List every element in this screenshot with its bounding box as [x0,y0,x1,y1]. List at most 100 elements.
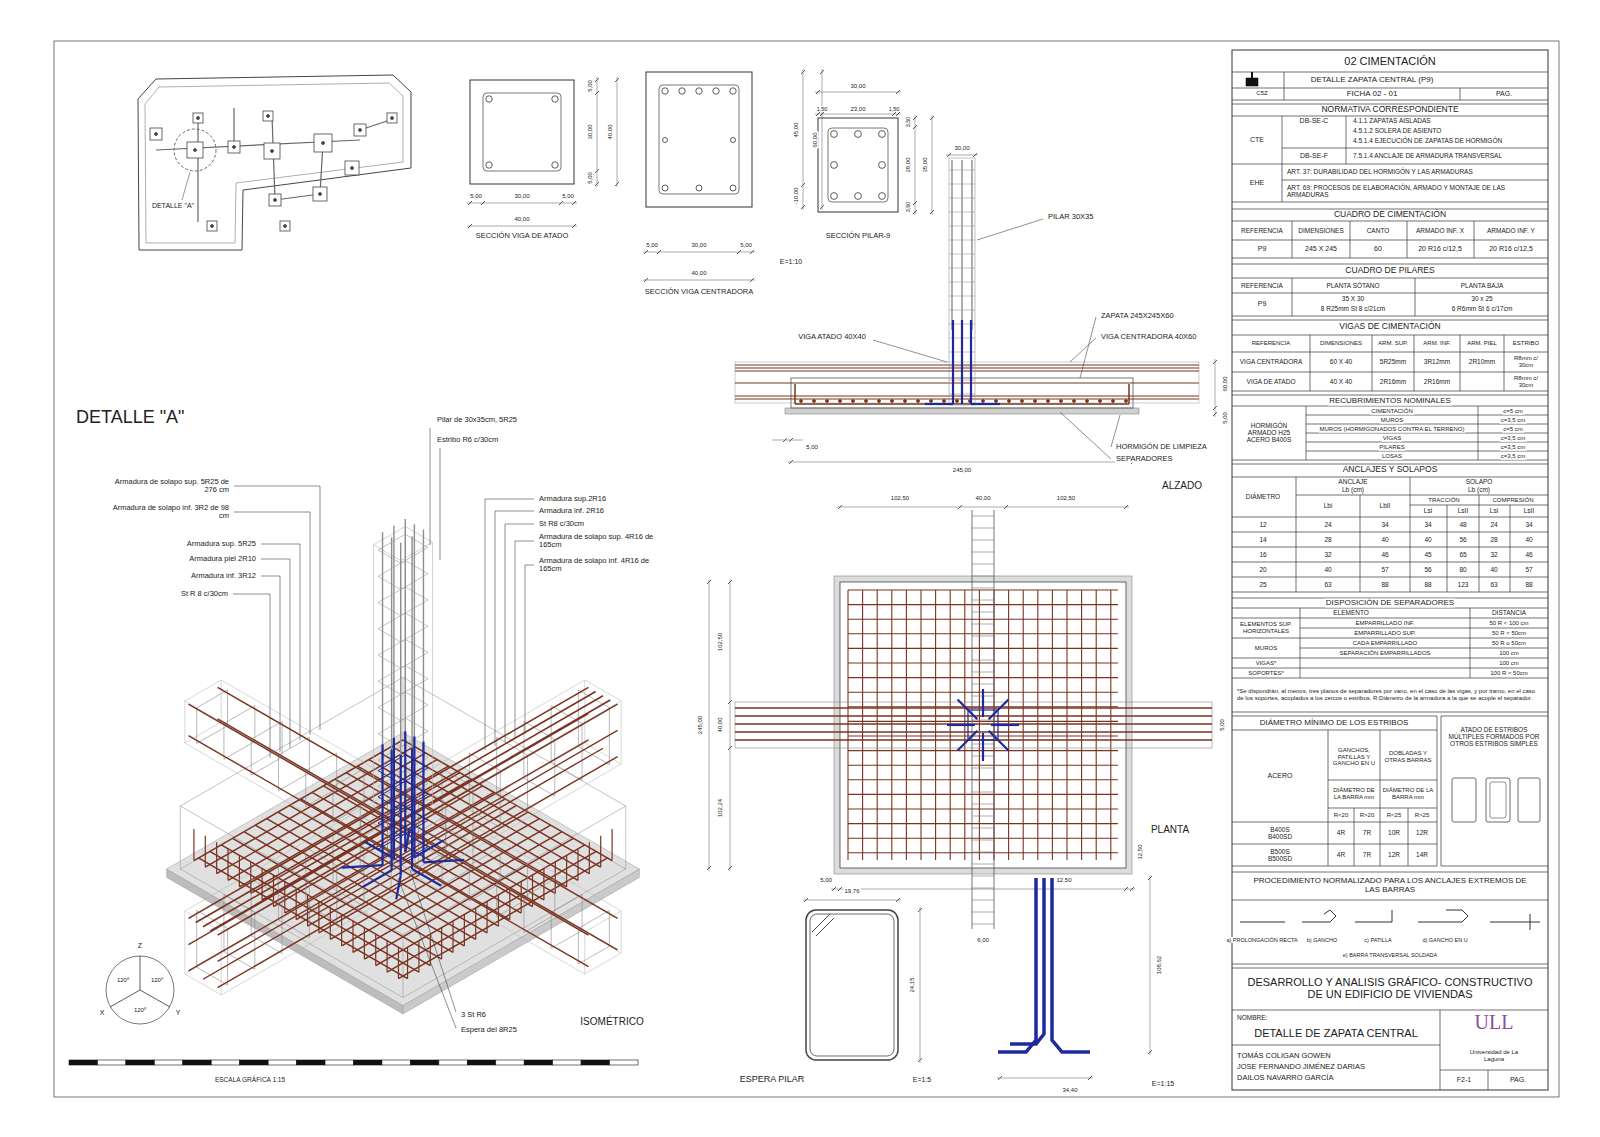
stirrup [972,816,994,817]
elevation-view [735,153,1217,464]
rebar [203,748,603,979]
table-rule [1232,72,1548,73]
view-annotation: 60,00 [1222,375,1229,392]
rebar-dot [1073,400,1076,403]
footing-outline [625,806,626,869]
stirrup [483,93,561,171]
table-rule [1306,442,1548,443]
outline [261,544,300,740]
table-rule [1282,116,1283,202]
table-rule [1232,258,1548,259]
table-cell: 63 [1489,581,1498,588]
stirrup [949,198,975,199]
rebar [971,160,972,330]
view-annotation: 3,50 [905,201,911,214]
callout-label: 3 St R6 [460,1011,487,1019]
table-rule [1232,395,1548,396]
table-rule [1232,964,1548,965]
table-cell: GANCHOS, PATILLAS Y GANCHO EN U [1329,747,1379,767]
stirrup [378,755,428,784]
table-rule [1478,406,1479,460]
scale-segment [524,1060,552,1065]
table-cell: 25 [1258,581,1267,588]
stirrup [949,254,975,255]
table-rule [1232,352,1548,353]
table-rule [1306,433,1548,434]
stirrup [524,879,555,933]
table-rule [1306,451,1548,452]
view-annotation: 5,00 [587,79,594,93]
table-cell: 32 [1323,551,1332,558]
table-rule [1232,221,1548,222]
scale-segment [382,1060,410,1065]
outline [485,499,534,750]
dimension-line [643,280,755,281]
rebar-dot [891,400,894,403]
table-cell: VIGAS DE CIMENTACIÓN [1338,322,1441,331]
column-dot [233,146,236,149]
rebar [218,730,618,961]
starter-bar [982,689,984,717]
dimension-line [920,907,921,1063]
callout-label: Pilar de 30x35cm, 5R25 [436,416,518,424]
table-cell: LbII [1379,502,1392,509]
stirrup [972,912,994,913]
starter-bar [971,403,1000,405]
table-rule [1441,866,1548,867]
callout-label: Espera del 8R25 [460,1026,518,1034]
table-cell: c=5 cm [1502,408,1524,415]
stirrup [972,804,994,805]
table-cell: MUROS [1254,645,1278,652]
rebar [848,808,1118,809]
table-cell: c=5 cm [1502,426,1524,433]
dimension-line [467,226,577,227]
table-rule [1232,562,1548,563]
rebar [218,704,618,935]
scale-segment [297,1060,325,1065]
rebar [935,590,936,860]
starter-bar [1052,878,1090,1052]
table-rule [1474,221,1475,258]
table-rule [1232,866,1437,867]
rebar-dot [1021,400,1024,403]
panel-border [1232,50,1548,1090]
table-rule [1232,460,1548,461]
dimension-line [837,507,1129,508]
table-cell: MUROS (HORMIGONADOS CONTRA EL TERRENO) [1318,426,1465,433]
view-annotation: 19,76 [843,888,860,895]
stirrup [972,876,994,877]
column-outline [373,545,374,808]
stirrup [949,184,975,185]
rebar-dot [956,400,959,403]
table-rule [1232,293,1548,294]
sheet-border [54,41,1559,1097]
rebar [198,858,407,979]
outline [977,219,1043,240]
table-cell: SOPORTES* [1247,670,1285,677]
rebar [330,819,539,940]
table-rule [1437,716,1438,866]
column-dot [359,129,362,132]
beam-outline [735,702,1212,748]
stirrup [251,721,282,775]
table-cell: 2R16mm [1423,378,1451,385]
dimension-line [831,889,1135,890]
stirrup [972,768,994,769]
table-cell: 7R [1362,829,1372,836]
table-cell: ULL [1474,1011,1515,1033]
dimension-tick [468,224,472,228]
column-outline [405,789,432,805]
table-cell: 65 [1458,551,1467,558]
rebar [972,510,973,929]
table-cell: ART. 37: DURABILIDAD DEL HORMIGÓN Y LAS … [1286,168,1474,175]
table-rule [1232,968,1548,969]
rebar-dot [943,400,946,403]
stirrup [278,737,309,791]
callout-label: ESCALA GRÁFICA 1:15 [214,1076,286,1083]
stirrup [972,840,994,841]
table-rule [1232,335,1548,336]
rebar-dot [486,162,492,168]
callout-label: 120º [116,977,130,984]
rebar [994,510,995,929]
